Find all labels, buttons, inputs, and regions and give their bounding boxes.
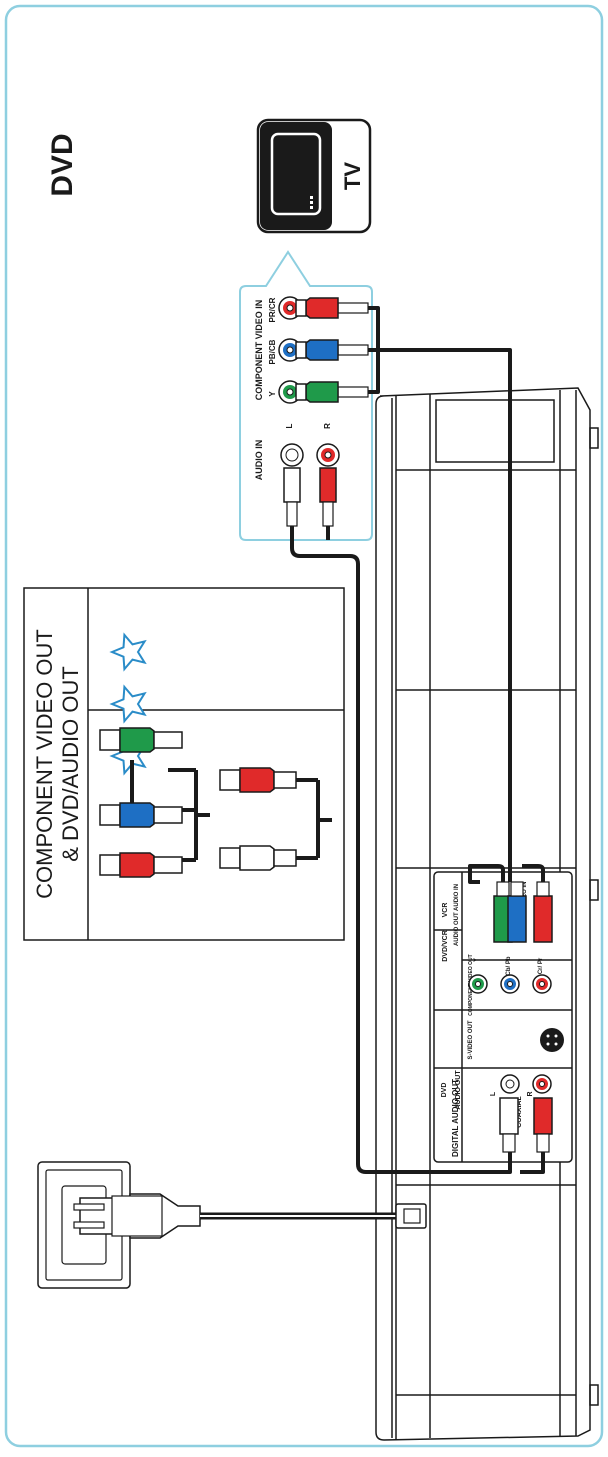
tv-jack-audio-r [316,443,340,467]
comp-y-label: Y [474,958,480,962]
device-plug-red-audio [533,1097,553,1153]
legend-plug-green [99,727,183,753]
legend-heading-line1: COMPONENT VIDEO OUT [32,629,57,899]
page-title: DVD [46,133,79,196]
coaxial-label: COAXIAL [516,1096,523,1128]
audio-out-label: AUDIO OUT [455,1070,462,1110]
device-jack-cr [532,974,552,994]
legend-box [23,587,345,941]
device-jack-s-video [540,1028,564,1052]
legend-plug-red-audio [219,767,297,793]
power-cord [200,1203,427,1229]
legend-heading-line2: & DVD/AUDIO OUT [58,666,83,862]
rating-star-icon [109,632,147,672]
tv-plug-blue [295,339,369,361]
tv-component-video-in-label: COMPONENT VIDEO IN [254,300,264,401]
device-jack-y [468,974,488,994]
legend-plug-blue [99,802,183,828]
comp-cr-pr-label: Cr/ Pr [538,957,544,974]
tv-pb-cb-label: PB/CB [268,339,277,364]
legend-plug-white-audio [219,845,297,871]
power-plug [73,1193,201,1239]
tv-audio-r-label: R [323,423,332,429]
tv-y-label: Y [268,391,277,397]
dvd-vcr-label: DVD/VCR [442,930,449,962]
dvd-label: DVD [441,1083,448,1098]
rating-star-icon [109,684,147,724]
tv-icon [256,118,372,234]
tv-pr-cr-label: PR/CR [268,297,277,322]
legend-plug-red-video [99,852,183,878]
legend-audio-cable [296,778,332,860]
device-plug-white-audio [499,1097,519,1153]
tv-plug-white [283,467,301,527]
tv-plug-red [295,297,369,319]
s-video-out-label: S-VIDEO OUT [468,1020,474,1059]
audio-out-l-label: L [490,1091,497,1096]
device-jack-audio-l [500,1074,520,1094]
comp-cb-pb-label: Cb/ Pb [506,956,512,975]
device-plug-blue [507,881,527,943]
vcr-label: VCR [442,903,449,918]
component-cables [368,306,545,884]
device-plug-red-video [533,881,553,943]
audio-cable [290,526,545,1174]
audio-out-audio-in-label: AUDIO OUT AUDIO IN [454,884,460,946]
device-jack-audio-r [532,1074,552,1094]
device-jack-cb [500,974,520,994]
tv-audio-l-label: L [285,423,294,428]
tv-jack-audio-l [280,443,304,467]
tv-label: TV [340,162,365,190]
tv-audio-in-label: AUDIO IN [254,440,264,481]
digital-audio-out-label: DIGITAL AUDIO OUT [451,1079,460,1157]
audio-out-r-label: R [527,1091,534,1096]
